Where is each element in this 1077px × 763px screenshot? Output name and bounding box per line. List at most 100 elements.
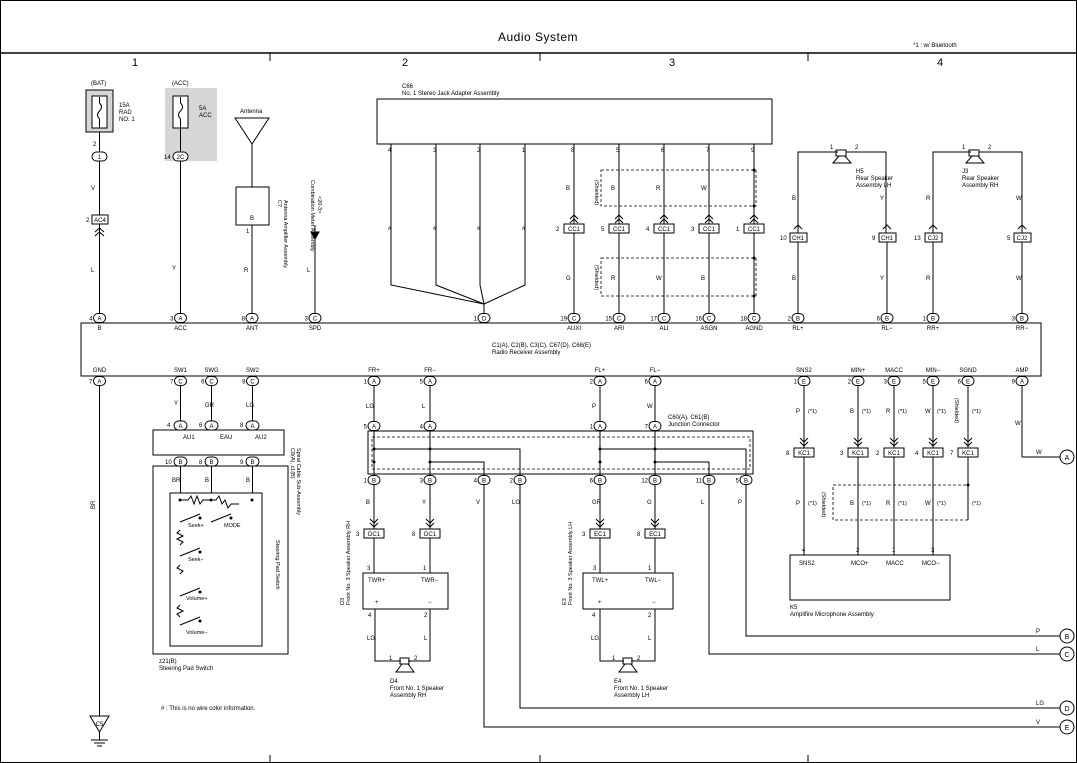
radio-top-pin-5: C19 bbox=[560, 313, 581, 323]
svg-text:NO. 1: NO. 1 bbox=[119, 117, 135, 123]
shielded-label: (Shielded) bbox=[593, 265, 599, 290]
svg-text:4: 4 bbox=[368, 613, 372, 619]
svg-text:B: B bbox=[598, 479, 602, 485]
svg-text:A: A bbox=[598, 425, 602, 431]
svg-text:Rear Speaker: Rear Speaker bbox=[856, 176, 893, 182]
radio-bottom-label-7: FL− bbox=[650, 368, 661, 374]
svg-text:4: 4 bbox=[592, 613, 596, 619]
radio-bottom-label-6: FL+ bbox=[595, 368, 606, 374]
svg-text:Front No. 3 Speaker Assembly L: Front No. 3 Speaker Assembly LH bbox=[568, 522, 574, 605]
junction-extra-pin-1: B2 bbox=[510, 475, 527, 485]
svg-text:BR: BR bbox=[172, 478, 181, 484]
svg-text:EC1: EC1 bbox=[594, 532, 606, 538]
svg-text:B: B bbox=[792, 196, 796, 202]
svg-text:V: V bbox=[476, 500, 480, 506]
svg-text:2: 2 bbox=[848, 380, 852, 386]
radio-bottom-pin-3: C8 bbox=[242, 376, 259, 386]
junction-bottom-pin-3: B12 bbox=[641, 475, 662, 485]
jack-pin-0: 4 bbox=[388, 148, 392, 154]
radio-top-label-2: ANT bbox=[246, 326, 258, 332]
svg-text:L: L bbox=[424, 636, 428, 642]
svg-text:MACC: MACC bbox=[886, 561, 904, 567]
radio-bottom-pin-4: A1 bbox=[364, 376, 381, 386]
svg-text:D4: D4 bbox=[390, 679, 398, 685]
svg-text:2: 2 bbox=[648, 613, 652, 619]
svg-text:1: 1 bbox=[364, 380, 368, 386]
svg-text:B: B bbox=[611, 186, 615, 192]
svg-text:15: 15 bbox=[605, 317, 612, 323]
svg-text:Assembly LH: Assembly LH bbox=[614, 693, 649, 699]
svg-text:C: C bbox=[178, 380, 183, 386]
svg-text:CC1: CC1 bbox=[568, 227, 581, 233]
radio-bottom-label-3: SW2 bbox=[246, 368, 260, 374]
svg-text:1: 1 bbox=[736, 227, 740, 233]
radio-top-label-11: RL− bbox=[881, 326, 893, 332]
svg-text:3: 3 bbox=[367, 566, 371, 572]
svg-text:Y: Y bbox=[880, 196, 884, 202]
radio-top-label-1: ACC bbox=[174, 326, 187, 332]
radio-bottom-pin-7: A6 bbox=[645, 376, 662, 386]
svg-text:2: 2 bbox=[855, 145, 859, 151]
svg-text:10: 10 bbox=[165, 460, 172, 466]
svg-text:4: 4 bbox=[167, 423, 171, 429]
radio-bottom-label-2: SWG bbox=[204, 368, 219, 374]
svg-text:6: 6 bbox=[201, 380, 205, 386]
svg-text:Volume+: Volume+ bbox=[186, 596, 208, 602]
svg-text:1: 1 bbox=[830, 145, 834, 151]
radio-bottom-pin-1: C7 bbox=[170, 376, 187, 386]
svg-text:DC1: DC1 bbox=[424, 532, 437, 538]
svg-text:6: 6 bbox=[958, 380, 962, 386]
svg-text:A: A bbox=[653, 425, 657, 431]
svg-text:E: E bbox=[892, 380, 896, 386]
svg-text:z21(B): z21(B) bbox=[159, 659, 177, 665]
junction-extra-pin-0: B4 bbox=[474, 475, 491, 485]
fuse-acc: (ACC) 5A ACC 14 2C bbox=[164, 81, 217, 162]
svg-text:2: 2 bbox=[856, 548, 860, 554]
svg-text:Combination Meter Assembly: Combination Meter Assembly bbox=[309, 180, 315, 252]
radio-bottom-pin-9: E2 bbox=[848, 376, 865, 386]
svg-text:A: A bbox=[428, 380, 432, 386]
svg-text:ACC: ACC bbox=[199, 113, 212, 119]
svg-text:R: R bbox=[886, 501, 891, 507]
front-speaker-amp-lh: TWL+ TWL− +− E3 Front No. 3 Speaker Asse… bbox=[562, 522, 674, 610]
svg-text:SNS2: SNS2 bbox=[799, 561, 815, 567]
svg-text:Front No. 1 Speaker: Front No. 1 Speaker bbox=[614, 686, 668, 692]
diagram-title: Audio System bbox=[498, 30, 578, 44]
radio-bottom-label-10: MACC bbox=[885, 368, 903, 374]
radio-top-label-8: ASGN bbox=[700, 326, 717, 332]
junction-top-pin-1: A4 bbox=[420, 421, 437, 431]
svg-text:Antenna: Antenna bbox=[240, 109, 263, 115]
svg-text:CJ2: CJ2 bbox=[928, 236, 939, 242]
svg-text:C: C bbox=[707, 317, 712, 323]
svg-text:+: + bbox=[598, 600, 602, 606]
svg-text:E: E bbox=[966, 380, 970, 386]
svg-text:Y: Y bbox=[174, 401, 178, 407]
svg-text:A: A bbox=[372, 380, 376, 386]
svg-text:5: 5 bbox=[1007, 236, 1011, 242]
svg-text:MCO−: MCO− bbox=[922, 561, 940, 567]
svg-text:LG: LG bbox=[591, 636, 599, 642]
combination-meter: Combination Meter Assembly <20-3> L bbox=[307, 180, 322, 314]
svg-text:TWR−: TWR− bbox=[421, 578, 439, 584]
radio-top-pin-8: C16 bbox=[695, 313, 716, 323]
radio-top-pin-9: C18 bbox=[740, 313, 761, 323]
radio-top-pin-4: D1 bbox=[474, 313, 491, 323]
svg-text:V: V bbox=[1036, 720, 1040, 726]
jack-pin-5: 5 bbox=[616, 148, 620, 154]
jack-pin-2: 2 bbox=[477, 148, 481, 154]
svg-text:LG: LG bbox=[366, 404, 374, 410]
svg-text:(BAT): (BAT) bbox=[91, 81, 106, 87]
radio-top-pin-7: C17 bbox=[650, 313, 671, 323]
svg-text:17: 17 bbox=[650, 317, 657, 323]
svg-text:A: A bbox=[250, 317, 254, 323]
radio-bottom-label-8: SNS2 bbox=[796, 368, 812, 374]
svg-text:1: 1 bbox=[590, 425, 594, 431]
svg-text:CH1: CH1 bbox=[792, 236, 805, 242]
offpage-C: CL bbox=[1036, 646, 1075, 662]
svg-text:3: 3 bbox=[582, 532, 586, 538]
shield-lower bbox=[600, 257, 757, 297]
svg-text:4: 4 bbox=[802, 548, 806, 554]
svg-text:6: 6 bbox=[877, 317, 881, 323]
